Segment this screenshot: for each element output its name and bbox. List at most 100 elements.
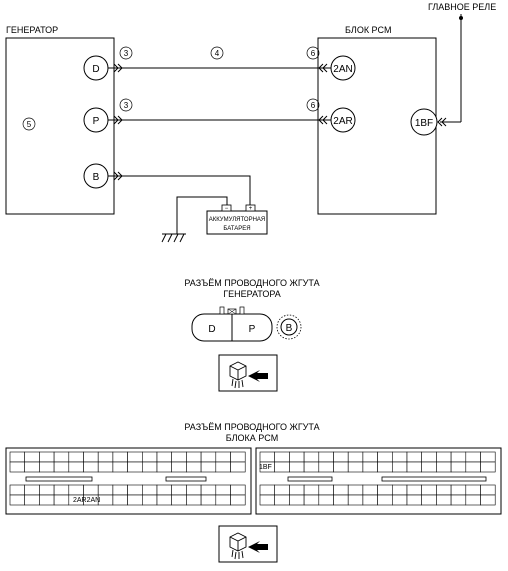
svg-text:2AR: 2AR xyxy=(333,116,352,127)
connector-marks xyxy=(113,63,447,181)
pcm-pin-1bf: 1BF xyxy=(410,108,438,136)
connector-cavity xyxy=(53,494,70,506)
pcm-right-key-1 xyxy=(287,476,333,482)
connector-cavity xyxy=(465,451,481,463)
main-relay-label: ГЛАВНОЕ РЕЛЕ xyxy=(428,2,496,12)
connector-cavity xyxy=(215,461,231,473)
callout-6-top: 6 xyxy=(306,46,320,60)
svg-text:3: 3 xyxy=(124,101,129,110)
gen-pin-d: D xyxy=(83,55,109,81)
callout-3-top: 3 xyxy=(119,46,133,60)
connector-cavity xyxy=(142,451,158,463)
connector-cavity xyxy=(97,484,114,496)
callout-3-mid: 3 xyxy=(119,98,133,112)
connector-cavity xyxy=(465,484,481,496)
connector-cavity xyxy=(377,461,393,473)
connector-cavity xyxy=(112,494,128,506)
connector-cavity xyxy=(436,461,452,473)
connector-cavity xyxy=(200,484,217,496)
connector-cavity xyxy=(274,451,290,463)
svg-text:3: 3 xyxy=(124,49,129,58)
connector-cavity xyxy=(230,461,246,473)
connector-view-arrow-icon xyxy=(218,525,278,563)
connector-cavity xyxy=(318,484,334,496)
connector-cavity xyxy=(215,451,231,463)
connector-cavity xyxy=(450,494,467,506)
connector-cavity xyxy=(142,461,158,473)
connector-cavity xyxy=(24,484,40,496)
callout-6-mid: 6 xyxy=(306,98,320,112)
connector-cavity xyxy=(333,484,349,496)
connector-cavity xyxy=(289,494,305,506)
connector-cavity xyxy=(171,494,187,506)
connector-cavity xyxy=(450,484,467,496)
connector-cavity xyxy=(127,494,143,506)
connector-cavity xyxy=(303,451,320,463)
connector-cavity xyxy=(215,484,231,496)
connector-cavity xyxy=(142,484,158,496)
connector-cavity xyxy=(347,451,364,463)
connector-cavity xyxy=(68,461,84,473)
connector-cavity xyxy=(274,494,290,506)
connector-cavity xyxy=(9,461,25,473)
pcm-left-top-cavities xyxy=(9,451,246,473)
connector-cavity xyxy=(171,484,187,496)
connector-cavity xyxy=(421,461,437,473)
connector-cavity xyxy=(347,461,364,473)
pcm-left-key-2 xyxy=(165,476,207,482)
connector-cavity xyxy=(289,451,305,463)
connector-cavity xyxy=(112,461,128,473)
connector-cavity xyxy=(230,451,246,463)
connector-cavity xyxy=(9,494,25,506)
gen-pin-p: P xyxy=(83,107,109,133)
svg-text:6: 6 xyxy=(311,49,316,58)
pcm-pin-2an: 2AN xyxy=(330,55,356,81)
connector-cavity xyxy=(171,461,187,473)
svg-text:−: − xyxy=(225,206,229,212)
connector-cavity xyxy=(362,494,378,506)
svg-text:6: 6 xyxy=(311,101,316,110)
connector-cavity xyxy=(259,451,275,463)
connector-cavity xyxy=(303,484,320,496)
connector-cavity xyxy=(362,484,378,496)
connector-cavity xyxy=(450,461,467,473)
connector-cavity xyxy=(421,451,437,463)
connector-cavity xyxy=(112,451,128,463)
connector-cavity xyxy=(68,484,84,496)
pcm-label-2ar2an: 2AR2AN xyxy=(73,497,100,504)
connector-cavity xyxy=(406,494,422,506)
connector-cavity xyxy=(53,451,70,463)
connector-cavity xyxy=(465,494,481,506)
connector-cavity xyxy=(347,484,364,496)
connector-cavity xyxy=(333,494,349,506)
connector-cavity xyxy=(186,461,202,473)
pcm-left-key-1 xyxy=(25,476,93,482)
connector-cavity xyxy=(97,461,114,473)
connector-cavity xyxy=(39,461,55,473)
connector-cavity xyxy=(112,484,128,496)
connector-cavity xyxy=(333,461,349,473)
connector-cavity xyxy=(230,484,246,496)
battery: − + АККУМУЛЯТОРНАЯ БАТАРЕЯ xyxy=(206,204,268,235)
connector-cavity xyxy=(186,484,202,496)
svg-text:1BF: 1BF xyxy=(415,118,433,129)
gen-connector-title-2: ГЕНЕРАТОРА xyxy=(223,289,281,299)
connector-cavity xyxy=(289,484,305,496)
connector-cavity xyxy=(186,451,202,463)
connector-cavity xyxy=(39,494,55,506)
connector-cavity xyxy=(406,461,422,473)
connector-cavity xyxy=(318,461,334,473)
connector-cavity xyxy=(142,494,158,506)
connector-cavity xyxy=(377,484,393,496)
pcm-right-top-cavities xyxy=(259,451,496,473)
pcm-label-1bf: 1BF xyxy=(259,464,272,471)
connector-cavity xyxy=(171,451,187,463)
connector-cavity xyxy=(156,451,172,463)
connector-cavity xyxy=(230,494,246,506)
connector-cavity xyxy=(259,494,275,506)
connector-cavity xyxy=(127,451,143,463)
connector-cavity xyxy=(450,451,467,463)
callout-5: 5 xyxy=(22,117,36,131)
connector-cavity xyxy=(480,494,496,506)
gen-connector-title-1: РАЗЪЁМ ПРОВОДНОГО ЖГУТА xyxy=(184,278,319,288)
